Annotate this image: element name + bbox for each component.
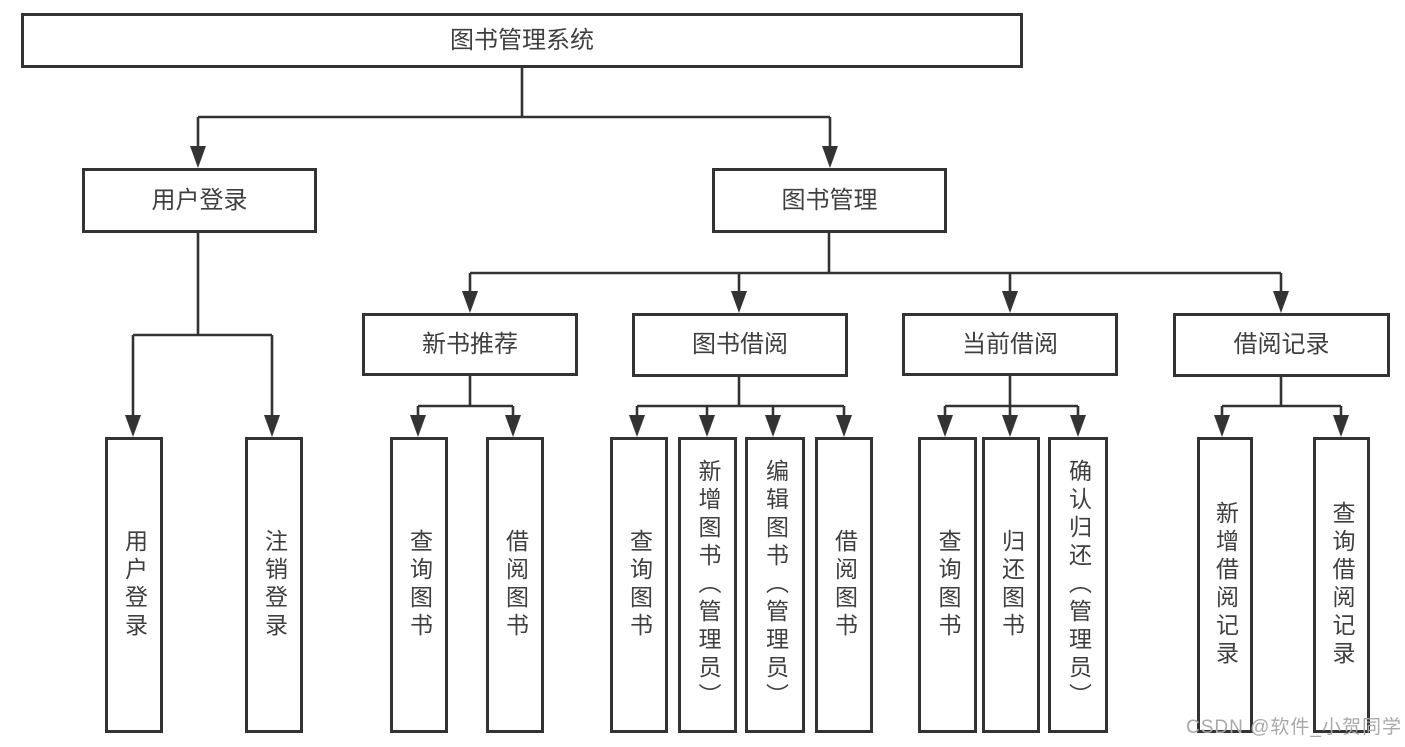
arrowhead-icon [1070,415,1086,437]
node-logout-leaf: 注销登录 [245,437,303,733]
node-add-books-admin: 新增图书（管理员） [678,437,737,733]
arrowhead-icon [125,415,141,437]
node-query-books-1: 查询图书 [390,437,448,733]
node-root: 图书管理系统 [21,13,1023,68]
node-query-books-3: 查询图书 [918,437,977,733]
arrowhead-icon [822,146,838,168]
arrowhead-icon [505,415,521,437]
arrowhead-icon [765,415,781,437]
node-current-borrowing: 当前借阅 [902,313,1118,376]
node-book-management: 图书管理 [712,168,947,233]
node-return-books: 归还图书 [982,437,1040,733]
arrowhead-icon [190,146,206,168]
node-borrow-books-2: 借阅图书 [815,437,873,733]
node-confirm-return-admin: 确认归还（管理员） [1048,437,1108,733]
arrowhead-icon [1002,415,1018,437]
node-query-books-2: 查询图书 [610,437,668,733]
arrowhead-icon [264,415,280,437]
arrowhead-icon [699,415,715,437]
arrowhead-icon [731,291,747,313]
node-new-book-recommend: 新书推荐 [362,313,578,376]
arrowhead-icon [1273,291,1289,313]
node-user-login: 用户登录 [82,168,317,233]
node-borrow-books-1: 借阅图书 [486,437,544,733]
arrowhead-icon [629,415,645,437]
node-edit-books-admin: 编辑图书（管理员） [745,437,805,733]
csdn-watermark: CSDN @软件_小贺同学 [1186,717,1402,738]
arrowhead-icon [836,415,852,437]
node-add-borrow-record: 新增借阅记录 [1197,437,1253,733]
node-query-borrow-record: 查询借阅记录 [1313,437,1370,733]
node-borrowing-records: 借阅记录 [1173,313,1390,377]
arrowhead-icon [1002,291,1018,313]
node-book-borrowing: 图书借阅 [632,313,848,377]
arrowhead-icon [937,415,953,437]
arrowhead-icon [410,415,426,437]
arrowhead-icon [462,291,478,313]
node-user-login-leaf: 用户登录 [105,437,163,733]
arrowhead-icon [1214,415,1230,437]
arrowhead-icon [1333,415,1349,437]
